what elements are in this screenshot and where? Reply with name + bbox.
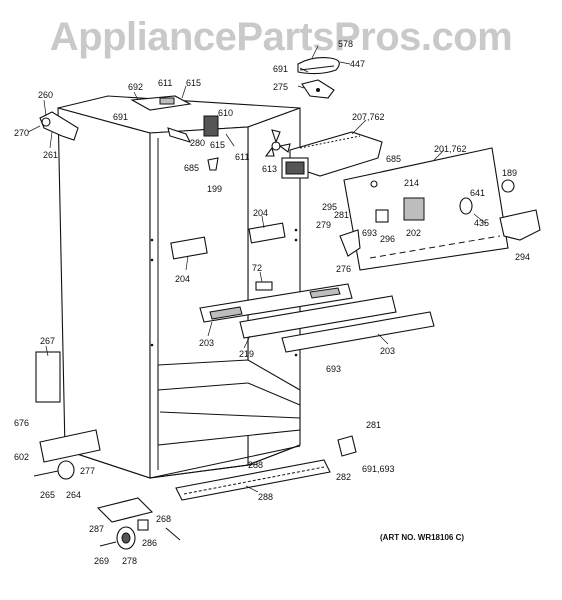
callout-641: 641 xyxy=(470,188,485,198)
callout-611: 611 xyxy=(158,78,172,88)
callout-288: 288 xyxy=(248,460,263,470)
callout-277: 277 xyxy=(80,466,95,476)
part-bracket-204-left xyxy=(170,236,208,260)
part-block-72 xyxy=(255,281,273,291)
callout-615: 615 xyxy=(186,78,201,88)
part-bulb-189 xyxy=(459,197,473,215)
callout-261: 261 xyxy=(43,150,58,160)
callout-447: 447 xyxy=(350,59,365,69)
callout-204: 204 xyxy=(253,208,268,218)
leader-lines xyxy=(27,45,487,493)
callout-611-b: 611 xyxy=(235,152,249,162)
callout-685-b: 685 xyxy=(184,163,199,173)
callout-264: 264 xyxy=(66,490,81,500)
callout-288-b: 288 xyxy=(258,492,273,502)
part-switch-610 xyxy=(203,115,219,137)
callout-265: 265 xyxy=(40,490,55,500)
part-bracket-204-right xyxy=(248,222,286,244)
callout-287: 287 xyxy=(89,524,104,534)
part-tube-280 xyxy=(167,127,192,143)
part-bracket-282 xyxy=(337,435,357,457)
part-light-shield-294 xyxy=(499,209,541,241)
callout-278: 278 xyxy=(122,556,137,566)
part-nut-286 xyxy=(137,519,149,531)
callout-286: 286 xyxy=(142,538,157,548)
watermark-text: AppliancePartsPros.com xyxy=(50,15,513,59)
part-panel-267 xyxy=(35,351,61,403)
callout-296: 296 xyxy=(380,234,395,244)
callout-203-b: 203 xyxy=(380,346,395,356)
callout-281: 281 xyxy=(334,210,349,220)
callout-201-762: 201,762 xyxy=(434,144,467,154)
part-fan-613 xyxy=(264,129,291,157)
callout-281-b: 281 xyxy=(366,420,381,430)
refrigerator-cabinet xyxy=(57,95,301,479)
callout-276: 276 xyxy=(336,264,351,274)
callout-269: 269 xyxy=(94,556,109,566)
callout-602: 602 xyxy=(14,452,29,462)
callout-692: 692 xyxy=(128,82,143,92)
callout-613: 613 xyxy=(262,164,277,174)
part-latch-276 xyxy=(339,229,361,257)
callout-610: 610 xyxy=(218,108,233,118)
callout-676: 676 xyxy=(14,418,29,428)
part-mullion-203-upper xyxy=(199,283,353,323)
callout-270: 270 xyxy=(14,128,29,138)
part-grille-288 xyxy=(175,459,331,501)
callout-279: 279 xyxy=(316,220,331,230)
part-screw-268 xyxy=(165,527,181,541)
callout-578: 578 xyxy=(338,39,353,49)
callout-691-b: 691 xyxy=(113,112,128,122)
callout-615-b: 615 xyxy=(210,140,225,150)
callout-295: 295 xyxy=(322,202,337,212)
callout-260: 260 xyxy=(38,90,53,100)
part-screw-269 xyxy=(99,541,117,547)
callout-189: 189 xyxy=(502,168,517,178)
part-mullion-203-lower xyxy=(281,311,435,353)
callout-435: 435 xyxy=(474,218,489,228)
part-bulb-641 xyxy=(501,179,515,193)
callout-214: 214 xyxy=(404,178,419,188)
callout-280: 280 xyxy=(190,138,205,148)
art-number: (ART NO. WR18106 C) xyxy=(380,533,464,542)
part-cover-447 xyxy=(297,57,340,75)
callout-693: 693 xyxy=(362,228,377,238)
callout-685: 685 xyxy=(386,154,401,164)
part-bracket-611 xyxy=(130,95,192,111)
callout-204-b: 204 xyxy=(175,274,190,284)
part-roller-264 xyxy=(33,460,75,480)
part-bar-219 xyxy=(239,295,397,339)
callout-691-693: 691,693 xyxy=(362,464,395,474)
part-housing-207 xyxy=(281,131,383,179)
part-bracket-275 xyxy=(301,79,335,99)
part-plate-287 xyxy=(96,497,154,523)
callout-202: 202 xyxy=(406,228,421,238)
callout-268: 268 xyxy=(156,514,171,524)
callout-267: 267 xyxy=(40,336,55,346)
callout-219: 219 xyxy=(239,349,254,359)
callout-275: 275 xyxy=(273,82,288,92)
callout-207-762: 207,762 xyxy=(352,112,385,122)
part-hinge-260 xyxy=(39,111,79,141)
part-clip-199 xyxy=(207,157,219,171)
callout-labels: 578 447 691 275 260 270 261 692 611 615 … xyxy=(14,39,530,566)
callout-693-b: 693 xyxy=(326,364,341,374)
callout-203: 203 xyxy=(199,338,214,348)
callout-294: 294 xyxy=(515,252,530,262)
callout-199: 199 xyxy=(207,184,222,194)
callout-691: 691 xyxy=(273,64,288,74)
part-control-panel-201 xyxy=(343,147,509,271)
part-rail-277 xyxy=(39,429,101,463)
part-wheel-278 xyxy=(116,526,136,550)
callout-282: 282 xyxy=(336,472,351,482)
callout-72: 72 xyxy=(252,263,262,273)
